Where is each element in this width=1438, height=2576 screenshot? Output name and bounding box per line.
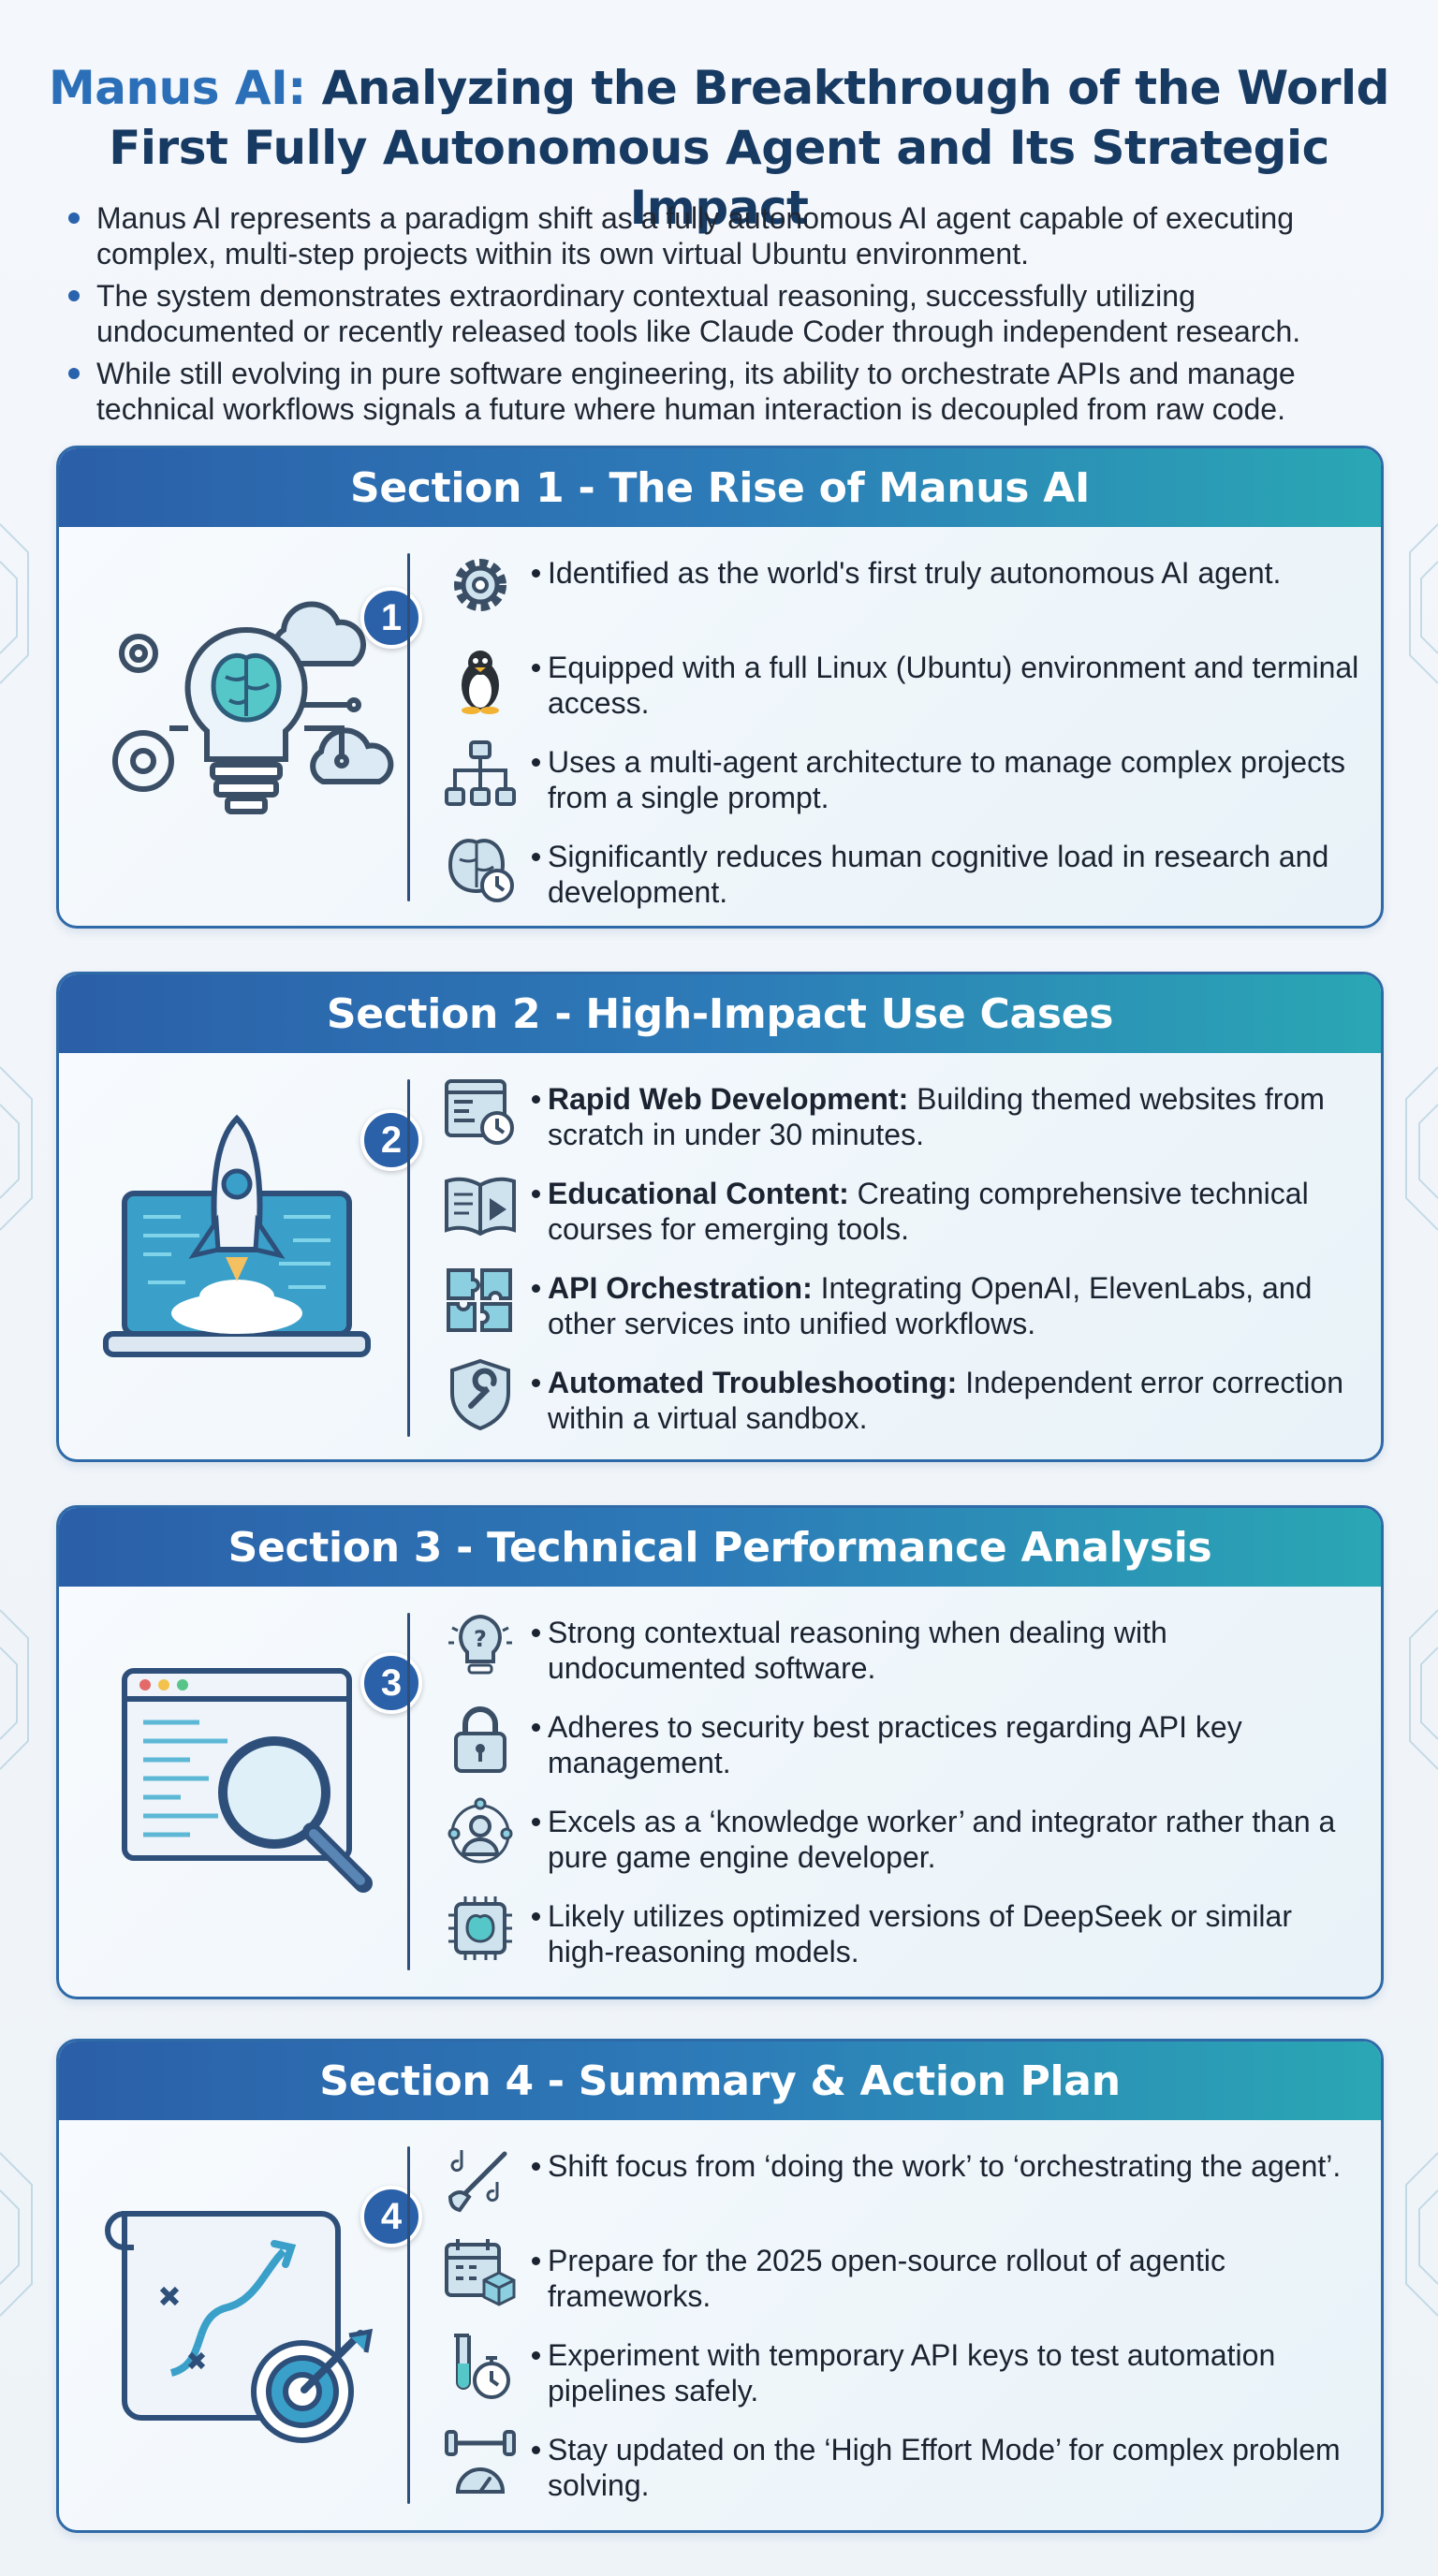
section-header: Section 4 - Summary & Action Plan [59, 2042, 1381, 2120]
title-highlight: Manus AI: [49, 61, 306, 115]
section-number-badge: 4 [360, 2186, 422, 2247]
dumbbell-gauge-icon [445, 2430, 516, 2494]
section-header: Section 2 - High-Impact Use Cases [59, 974, 1381, 1053]
item-text: API Orchestration: Integrating OpenAI, E… [532, 1270, 1362, 1341]
list-item: ? Strong contextual reasoning when deali… [443, 1607, 1362, 1702]
list-item: API Orchestration: Integrating OpenAI, E… [443, 1263, 1362, 1357]
intro-bullet: Manus AI represents a paradigm shift as … [66, 200, 1376, 271]
svg-text:?: ? [474, 1626, 487, 1652]
item-text: Experiment with temporary API keys to te… [532, 2337, 1362, 2408]
strategy-map-target-icon: 4 [96, 2186, 422, 2466]
ai-chip-brain-icon [448, 1896, 512, 1960]
hierarchy-icon [445, 740, 516, 806]
item-text: Excels as a ‘knowledge worker’ and integ… [532, 1804, 1362, 1875]
list-item: Excels as a ‘knowledge worker’ and integ… [443, 1796, 1362, 1891]
section-divider [407, 1079, 410, 1437]
conductor-baton-icon [448, 2150, 507, 2213]
section-header: Section 1 - The Rise of Manus AI [59, 448, 1381, 527]
section-number-badge: 3 [360, 1652, 422, 1714]
page-title: Manus AI: Analyzing the Breakthrough of … [37, 58, 1401, 238]
list-item: Automated Troubleshooting: Independent e… [443, 1357, 1362, 1452]
section-card-3: Section 3 - Technical Performance Analys… [56, 1505, 1384, 1999]
section-card-1: Section 1 - The Rise of Manus AI [56, 446, 1384, 929]
list-item: Stay updated on the ‘High Effort Mode’ f… [443, 2424, 1362, 2519]
shield-wrench-icon [450, 1358, 510, 1431]
rocket-laptop-icon: 2 [96, 1109, 422, 1390]
section-item-list: ? Strong contextual reasoning when deali… [443, 1607, 1362, 1985]
brain-clock-icon [448, 839, 514, 902]
linux-penguin-icon [462, 651, 499, 714]
list-item: Rapid Web Development: Building themed w… [443, 1074, 1362, 1168]
section-header: Section 3 - Technical Performance Analys… [59, 1508, 1381, 1587]
item-text: Educational Content: Creating comprehens… [532, 1176, 1362, 1247]
intro-bullet-list: Manus AI represents a paradigm shift as … [66, 200, 1376, 433]
lightbulb-question-icon: ? [448, 1614, 512, 1675]
list-item: Shift focus from ‘doing the work’ to ‘or… [443, 2141, 1362, 2235]
section-divider [407, 1613, 410, 1970]
section-number-badge: 1 [360, 587, 422, 649]
list-item: Educational Content: Creating comprehens… [443, 1168, 1362, 1263]
intro-bullet: While still evolving in pure software en… [66, 356, 1376, 427]
list-item: Equipped with a full Linux (Ubuntu) envi… [443, 642, 1362, 737]
section-divider [407, 2146, 410, 2504]
calendar-box-icon [445, 2239, 516, 2306]
circuit-decoration-right [1405, 523, 1438, 2317]
section-number-badge: 2 [360, 1109, 422, 1171]
item-text: Stay updated on the ‘High Effort Mode’ f… [532, 2432, 1362, 2503]
section-item-list: Identified as the world's first truly au… [443, 548, 1362, 926]
intro-bullet: The system demonstrates extraordinary co… [66, 278, 1376, 349]
section-item-list: Rapid Web Development: Building themed w… [443, 1074, 1362, 1452]
item-text: Likely utilizes optimized versions of De… [532, 1898, 1362, 1969]
item-text: Equipped with a full Linux (Ubuntu) envi… [532, 650, 1362, 721]
item-text: Rapid Web Development: Building themed w… [532, 1081, 1362, 1152]
section-card-2: Section 2 - High-Impact Use Cases 2 [56, 972, 1384, 1462]
item-text: Identified as the world's first truly au… [532, 555, 1362, 591]
knowledge-worker-icon [448, 1797, 513, 1864]
brain-lightbulb-gears-cloud-icon: 1 [96, 574, 422, 855]
section-divider [407, 553, 410, 901]
book-play-icon [445, 1177, 516, 1237]
section-item-list: Shift focus from ‘doing the work’ to ‘or… [443, 2141, 1362, 2519]
item-text: Significantly reduces human cognitive lo… [532, 839, 1362, 910]
list-item: Adheres to security best practices regar… [443, 1702, 1362, 1796]
list-item: Experiment with temporary API keys to te… [443, 2330, 1362, 2424]
list-item: Significantly reduces human cognitive lo… [443, 831, 1362, 926]
web-page-clock-icon [445, 1079, 514, 1145]
item-text: Automated Troubleshooting: Independent e… [532, 1365, 1362, 1436]
title-rest: Analyzing the Breakthrough of the World … [109, 61, 1389, 235]
gear-icon [454, 559, 506, 611]
item-text: Strong contextual reasoning when dealing… [532, 1615, 1362, 1686]
list-item: Prepare for the 2025 open-source rollout… [443, 2235, 1362, 2330]
list-item: Likely utilizes optimized versions of De… [443, 1891, 1362, 1985]
item-text: Shift focus from ‘doing the work’ to ‘or… [532, 2148, 1362, 2184]
item-text: Prepare for the 2025 open-source rollout… [532, 2243, 1362, 2314]
item-text: Uses a multi-agent architecture to manag… [532, 744, 1362, 815]
item-text: Adheres to security best practices regar… [532, 1709, 1362, 1780]
padlock-icon [454, 1706, 506, 1773]
circuit-decoration-left [0, 523, 33, 2317]
section-card-4: Section 4 - Summary & Action Plan 4 [56, 2039, 1384, 2533]
list-item: Uses a multi-agent architecture to manag… [443, 737, 1362, 831]
puzzle-icon [447, 1268, 512, 1332]
list-item: Identified as the world's first truly au… [443, 548, 1362, 642]
code-window-magnifier-icon: 3 [96, 1652, 422, 1933]
test-tube-stopwatch-icon [454, 2334, 510, 2399]
